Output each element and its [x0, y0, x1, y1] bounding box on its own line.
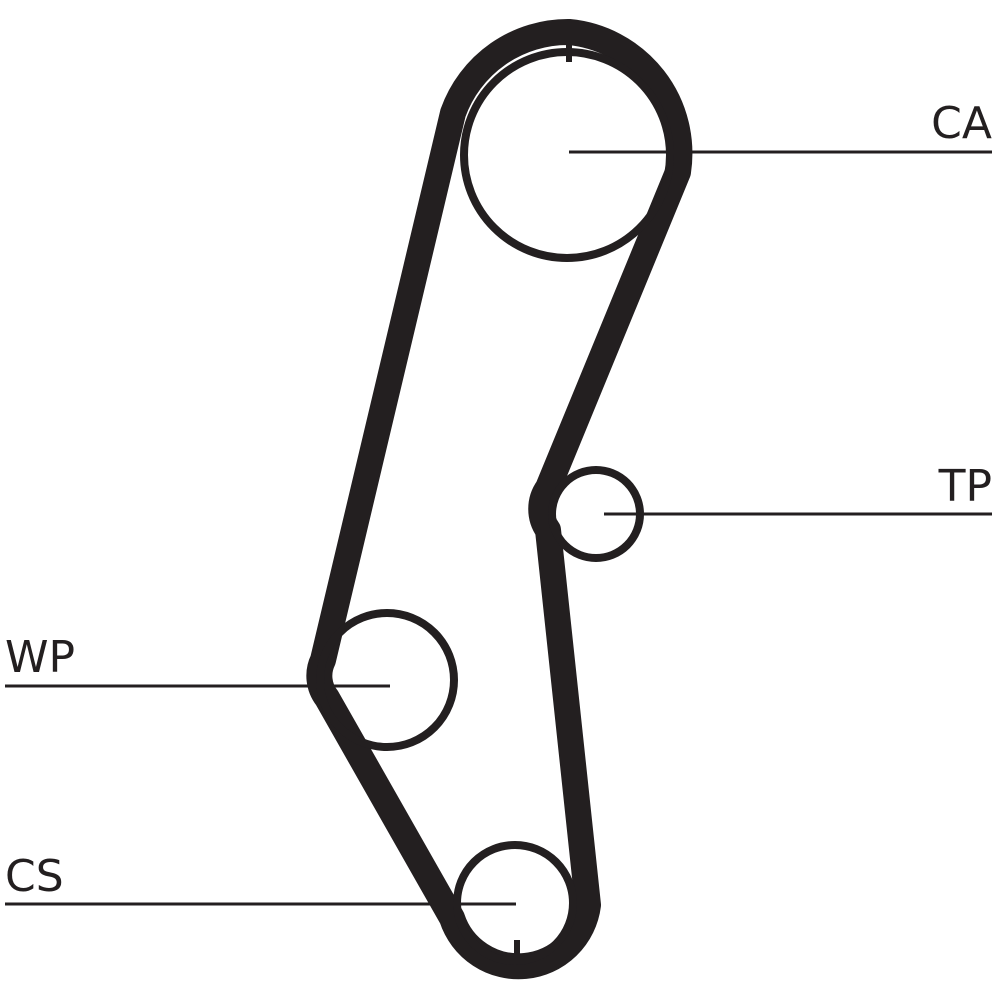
- camshaft-pulley: [460, 48, 674, 262]
- tp-label: TP: [938, 461, 992, 512]
- water-pump-pulley: [316, 609, 458, 751]
- timing-belt: [306, 18, 693, 980]
- cs-label: CS: [5, 851, 64, 902]
- ca-label: CA: [931, 98, 992, 149]
- wp-label: WP: [5, 632, 75, 683]
